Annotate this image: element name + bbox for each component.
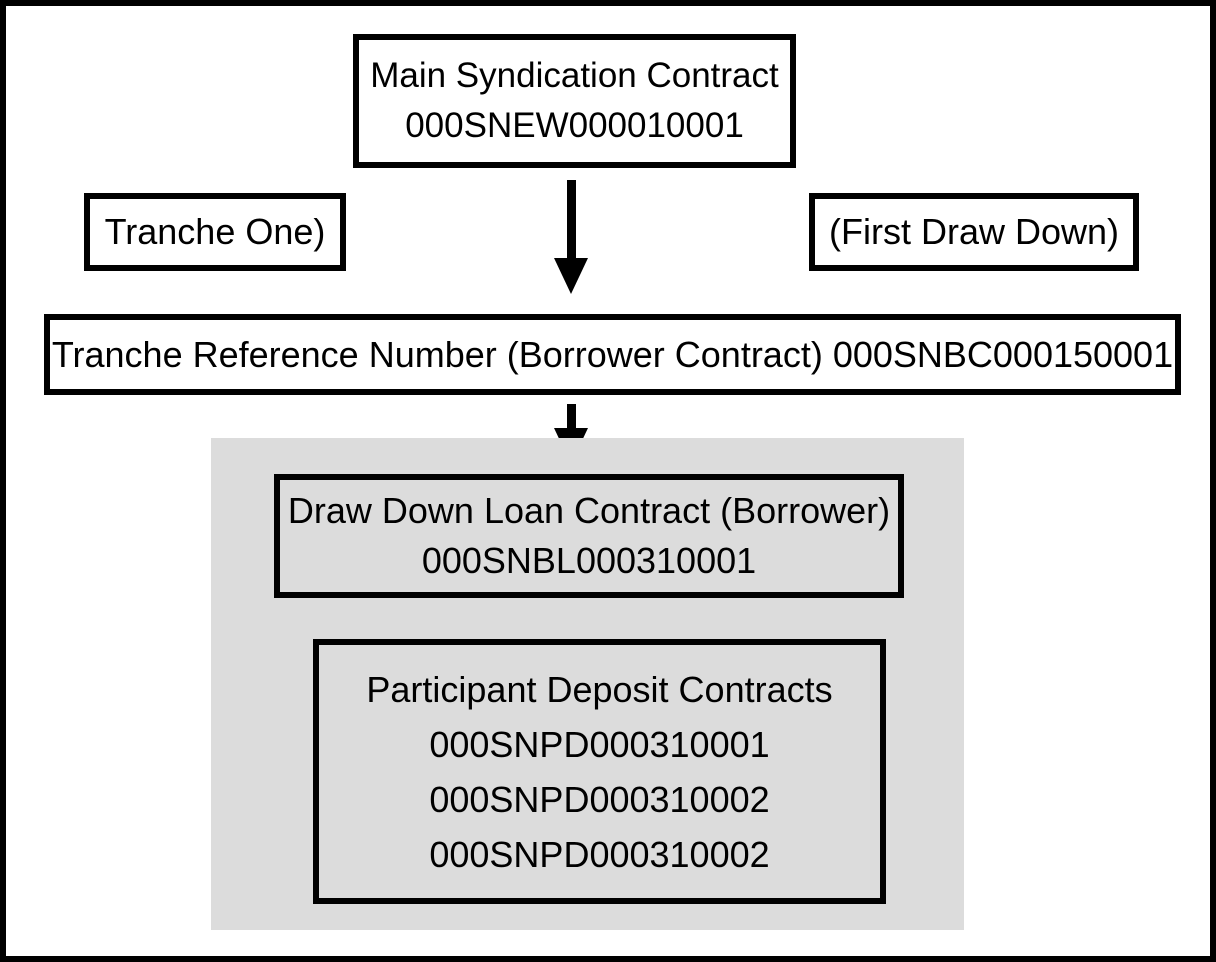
- draw-down-loan-contract-box: Draw Down Loan Contract (Borrower) 000SN…: [274, 474, 904, 598]
- participant-deposits-title: Participant Deposit Contracts: [366, 668, 833, 710]
- draw-down-loan-title: Draw Down Loan Contract (Borrower): [287, 490, 891, 531]
- participant-deposit-contracts-box: Participant Deposit Contracts 000SNPD000…: [313, 639, 886, 904]
- tranche-reference-label: Tranche Reference Number (Borrower Contr…: [51, 333, 1174, 375]
- arrow-head: [554, 258, 588, 294]
- main-syndication-contract-box: Main Syndication Contract 000SNEW0000100…: [353, 34, 796, 168]
- arrow-shaft: [567, 180, 576, 260]
- tranche-one-label: Tranche One): [104, 211, 326, 252]
- drawdown-group-panel: Draw Down Loan Contract (Borrower) 000SN…: [211, 438, 964, 930]
- tranche-reference-number-box: Tranche Reference Number (Borrower Contr…: [44, 314, 1181, 395]
- draw-down-loan-number: 000SNBL000310001: [421, 540, 757, 581]
- first-draw-down-label: (First Draw Down): [828, 211, 1119, 252]
- participant-deposit-number: 000SNPD000310002: [429, 833, 770, 875]
- main-contract-number: 000SNEW000010001: [405, 106, 744, 145]
- participant-deposit-number: 000SNPD000310002: [429, 778, 770, 820]
- first-draw-down-label-box: (First Draw Down): [809, 193, 1139, 271]
- main-contract-title: Main Syndication Contract: [370, 56, 779, 95]
- arrow-shaft: [567, 404, 576, 432]
- participant-deposit-number: 000SNPD000310001: [429, 723, 770, 765]
- tranche-one-label-box: Tranche One): [84, 193, 346, 271]
